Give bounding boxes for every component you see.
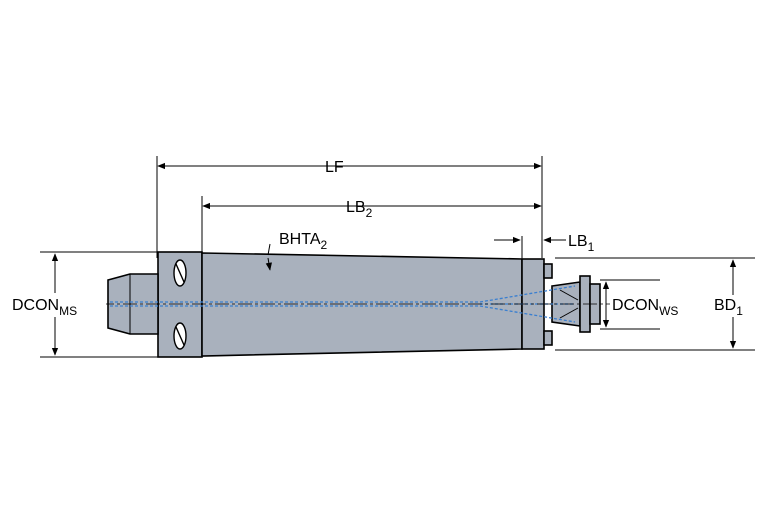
flange-key-top: [543, 263, 553, 279]
dcon-ws-label: DCONWS: [612, 297, 678, 318]
flange-key-bottom: [543, 330, 553, 346]
lf-label: LF: [325, 159, 344, 176]
bd1-label-bg: [712, 295, 756, 317]
dcon-ms-label: DCONMS: [12, 297, 77, 318]
locking-screw-top: [173, 259, 187, 287]
bhta2-leader: [265, 257, 272, 271]
dcon-ms-label-bg: [10, 293, 106, 317]
lb2-label: LB2: [346, 199, 373, 220]
locking-screw-bottom: [173, 322, 187, 350]
extension-lines: [40, 156, 755, 358]
bhta2-label: BHTA2: [279, 231, 327, 252]
tapered-body: [201, 252, 523, 357]
bd1-label: BD1: [714, 297, 743, 318]
lb1-label: LB1: [568, 233, 595, 254]
